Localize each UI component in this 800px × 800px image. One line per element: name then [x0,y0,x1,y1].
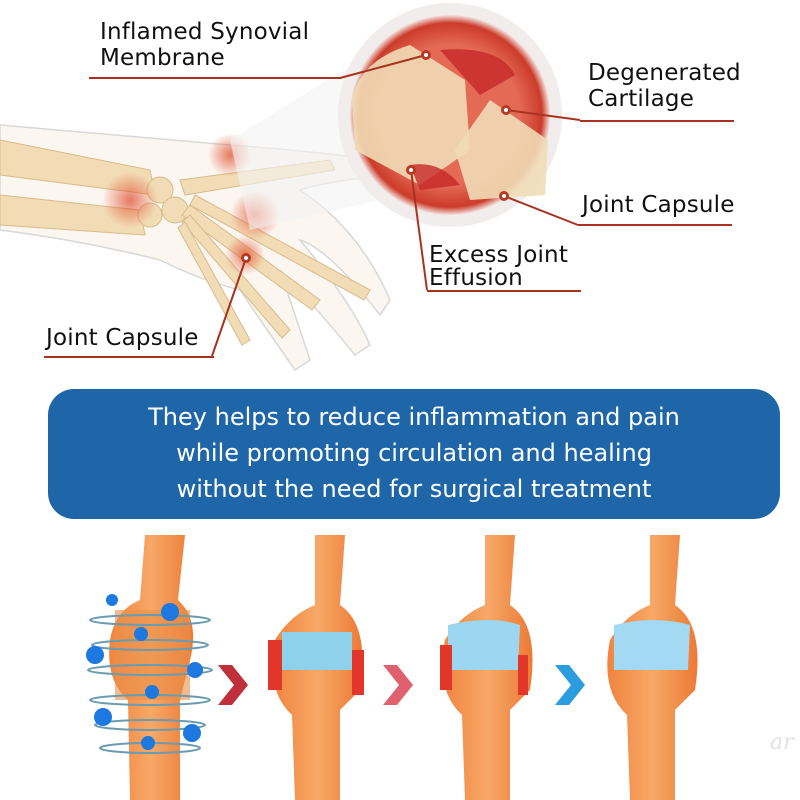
banner-line-3: without the need for surgical treatment [176,475,652,503]
label-line-1: Excess Joint [429,242,569,268]
label-line-1: Degenerated [588,60,741,86]
knee-stage-calcium [86,535,213,800]
leader-inflamed-synovial [89,77,341,79]
marker-dot-capsule-left [241,253,251,263]
label-degenerated-cartilage: Degenerated Cartilage [588,60,741,112]
marker-dot-capsule-right [499,191,509,201]
label-excess-joint-effusion: Excess Joint Effusion [429,244,568,290]
knee-stage-recovering [440,535,533,800]
leader-joint-capsule-right [578,224,732,226]
label-inflamed-synovial-membrane: Inflamed Synovial Membrane [100,19,309,71]
marker-dot-effusion [406,165,416,175]
leader-excess-effusion [427,290,581,292]
knee-stage-damaged [268,535,364,800]
watermark: ar [770,730,794,755]
marker-dot-synovial [421,50,431,60]
label-line-1: Inflamed Synovial [100,19,310,45]
hand-joint-illustration [0,3,581,372]
label-line-2: Membrane [100,45,225,71]
benefit-banner: They helps to reduce inflammation and pa… [48,389,780,519]
banner-line-1: They helps to reduce inflammation and pa… [148,403,680,431]
banner-line-2: while promoting circulation and healing [176,439,652,467]
leader-joint-capsule-left [44,356,214,358]
knee-stage-healthy [607,535,698,800]
label-line-2: Cartilage [588,86,695,112]
label-line-2: Effusion [429,265,523,291]
leader-degenerated-cartilage [580,120,734,122]
label-joint-capsule-right: Joint Capsule [582,192,735,218]
marker-dot-cartilage [501,105,511,115]
label-joint-capsule-left: Joint Capsule [46,325,199,351]
